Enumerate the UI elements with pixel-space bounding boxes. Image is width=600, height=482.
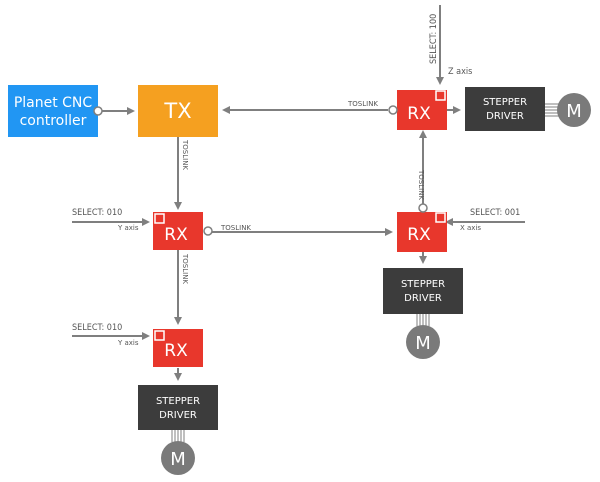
rx-y2-select-port-icon xyxy=(154,330,165,341)
rx-x-block: RX xyxy=(397,212,447,252)
driver-y-line1: STEPPER xyxy=(156,396,200,407)
toslink-label-tx-y1: TOSLINK xyxy=(181,139,189,170)
motor-x: M xyxy=(406,325,440,359)
rx-y1-select-port-icon xyxy=(154,213,165,224)
toslink-label-x-z: TOSLINK xyxy=(417,169,425,200)
toslink-label-y1-x: TOSLINK xyxy=(220,224,251,232)
select-z-label: SELECT: 100 xyxy=(429,14,439,64)
rx-x-out-port-icon xyxy=(418,203,428,213)
select-y2-label: SELECT: 010 xyxy=(72,323,122,333)
controller-port-icon xyxy=(93,106,103,116)
y2-axis-label: Y axis xyxy=(117,339,139,347)
toslink-label-y1-y2: TOSLINK xyxy=(181,253,189,284)
rx-y1-out-port-icon xyxy=(203,226,213,236)
driver-y-line2: DRIVER xyxy=(159,410,197,421)
tx-block: TX xyxy=(138,85,218,137)
rx-y2-label: RX xyxy=(164,341,188,361)
controller-line2: controller xyxy=(20,113,87,129)
motor-wires xyxy=(171,103,560,442)
x-axis-label: X axis xyxy=(460,224,481,232)
y1-axis-label: Y axis xyxy=(117,224,139,232)
rx-x-select-port-icon xyxy=(435,212,446,223)
rx-z-block: RX xyxy=(397,90,447,130)
rx-y2-block: RX xyxy=(153,329,203,367)
driver-z-line2: DRIVER xyxy=(486,111,524,122)
controller-line1: Planet CNC xyxy=(14,95,93,111)
connections xyxy=(72,5,525,381)
motor-z-label: M xyxy=(566,101,582,122)
planet-cnc-controller: Planet CNC controller xyxy=(8,85,98,137)
motor-x-label: M xyxy=(415,333,431,354)
motor-y: M xyxy=(161,441,195,475)
select-x-label: SELECT: 001 xyxy=(470,208,520,218)
rx-z-select-port-icon xyxy=(435,90,446,101)
rx-z-out-port-icon xyxy=(388,105,398,115)
motor-z: M xyxy=(557,93,591,127)
motor-y-label: M xyxy=(170,449,186,470)
select-y1-label: SELECT: 010 xyxy=(72,208,122,218)
stepper-driver-z: STEPPER DRIVER xyxy=(465,87,545,131)
driver-z-line1: STEPPER xyxy=(483,97,527,108)
rx-z-label: RX xyxy=(407,104,431,124)
stepper-driver-x: STEPPER DRIVER xyxy=(383,268,463,314)
driver-x-line1: STEPPER xyxy=(401,279,445,290)
driver-x-line2: DRIVER xyxy=(404,293,442,304)
z-axis-label: Z axis xyxy=(448,67,472,77)
stepper-driver-y: STEPPER DRIVER xyxy=(138,385,218,430)
rx-y1-label: RX xyxy=(164,225,188,245)
rx-y1-block: RX xyxy=(153,212,203,250)
toslink-label-z: TOSLINK xyxy=(347,100,378,108)
rx-x-label: RX xyxy=(407,225,431,245)
tx-label: TX xyxy=(163,99,191,123)
